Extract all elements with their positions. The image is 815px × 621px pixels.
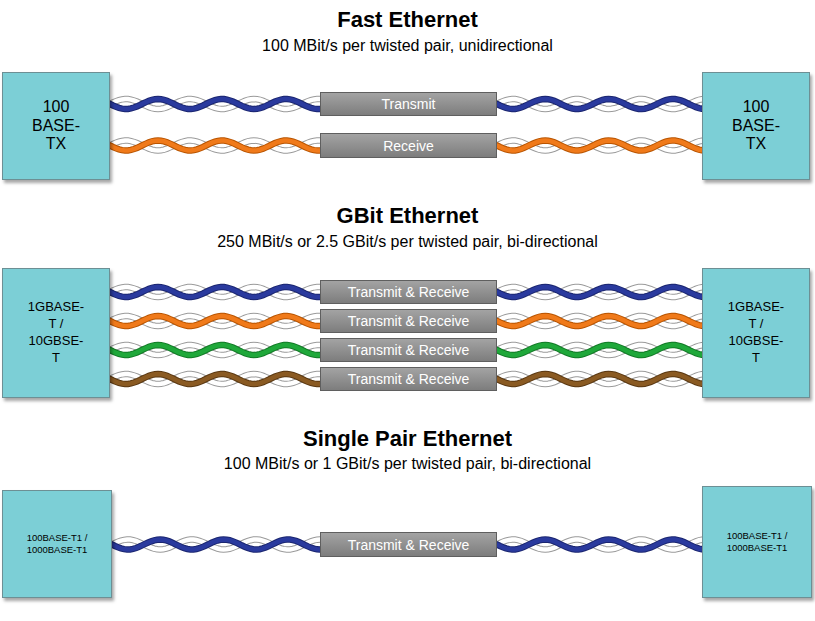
pair-label: Transmit & Receive [320,280,497,304]
interface-box: 100BASE-T1 / 1000BASE-T1 [2,490,112,598]
twisted-pair [497,287,702,297]
interface-box: 100BASE-T1 / 1000BASE-T1 [702,486,812,598]
twisted-pair [110,99,320,109]
section-heading: Fast Ethernet [0,7,815,33]
pair-function: Transmit & Receive [348,342,470,358]
interface-name: 100BASE-T1 / 1000BASE-T1 [7,532,107,556]
pair-function: Transmit & Receive [348,284,470,300]
twisted-pair [497,540,702,550]
pair-label: Transmit [320,92,497,116]
pair-label: Transmit & Receive [320,309,497,333]
section-heading: GBit Ethernet [0,203,815,229]
twisted-pair [497,99,702,109]
twisted-pair [110,345,320,355]
pair-label: Transmit & Receive [320,532,497,557]
interface-name: 100BASE-T1 / 1000BASE-T1 [707,530,807,554]
twisted-pair [110,374,320,384]
twisted-pair [497,345,702,355]
interface-box: 100 BASE-TX [702,72,810,180]
section-subtitle: 100 MBit/s per twisted pair, unidirectio… [0,37,815,55]
interface-box: 1GBASE-T / 10GBSE-T [2,268,110,398]
interface-name: 100 BASE-TX [732,98,780,153]
interface-box: 1GBASE-T / 10GBSE-T [702,268,810,398]
pair-label: Transmit & Receive [320,338,497,362]
pair-function: Transmit & Receive [348,313,470,329]
twisted-pair [497,374,702,384]
interface-box: 100 BASE-TX [2,72,110,180]
pair-label: Receive [320,133,497,158]
twisted-pair [110,287,320,297]
twisted-pair [110,316,320,326]
interface-name: 1GBASE-T / 10GBSE-T [28,299,84,367]
pair-function: Transmit & Receive [348,371,470,387]
pair-function: Transmit & Receive [348,537,470,553]
section-subtitle: 100 MBit/s or 1 GBit/s per twisted pair,… [0,455,815,473]
pair-function: Receive [383,138,434,154]
interface-name: 100 BASE-TX [32,98,80,153]
twisted-pair [110,141,320,151]
twisted-pair [112,540,320,550]
section-heading: Single Pair Ethernet [0,426,815,452]
interface-name: 1GBASE-T / 10GBSE-T [728,299,784,367]
twisted-pair [497,141,702,151]
twisted-pair [497,316,702,326]
section-subtitle: 250 MBit/s or 2.5 GBit/s per twisted pai… [0,233,815,251]
pair-label: Transmit & Receive [320,367,497,391]
pair-function: Transmit [382,96,436,112]
